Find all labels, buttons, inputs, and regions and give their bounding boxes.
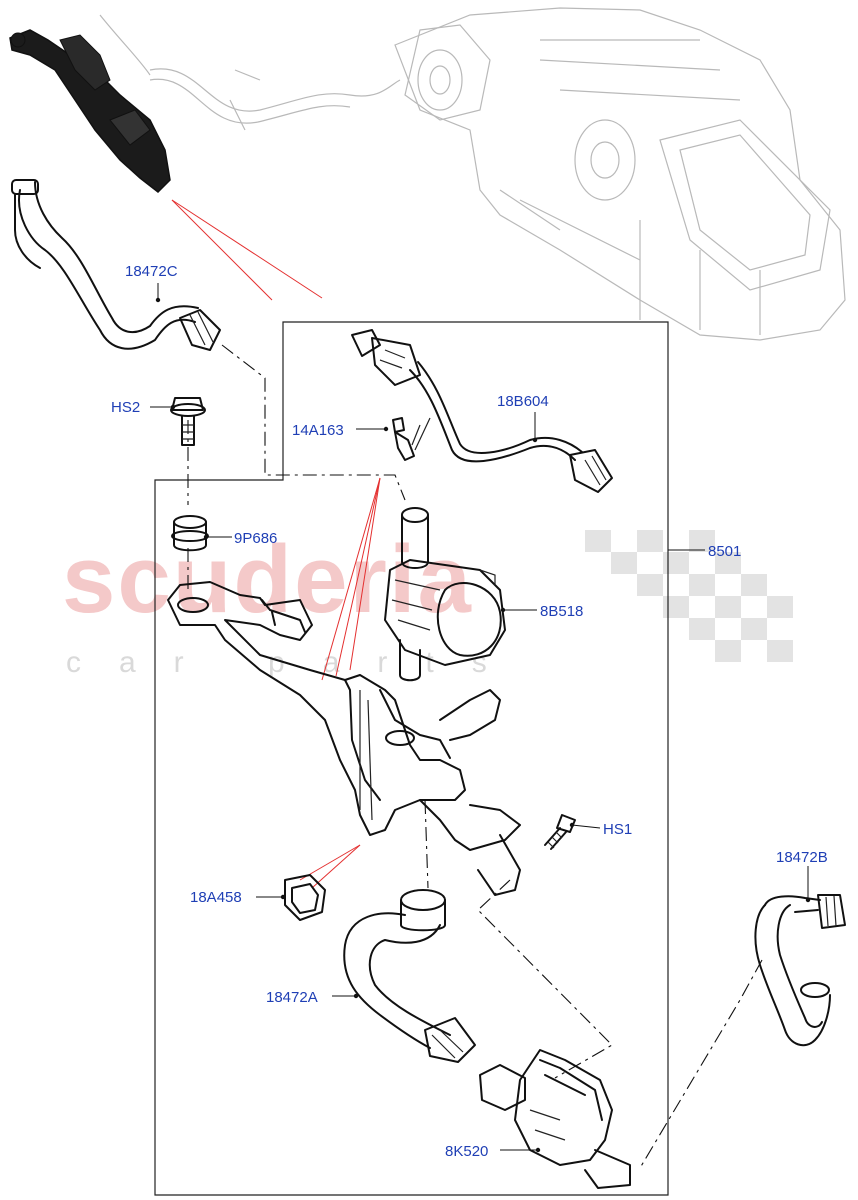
callout-9p686: 9P686 [234,530,277,547]
harness-18b604 [351,329,613,493]
assembly-frame [154,321,705,1196]
callout-hs1: HS1 [603,821,632,838]
checker-flag-pattern [585,530,793,662]
guide-lines [171,199,381,889]
callout-18b604: 18B604 [497,393,549,410]
callout-8k520: 8K520 [445,1143,488,1160]
callout-8501: 8501 [708,543,741,560]
valve-8k520 [479,1049,631,1189]
callout-hs2: HS2 [111,399,140,416]
callout-8b518: 8B518 [540,603,583,620]
pump-8b518 [384,507,506,682]
hose-18472c [11,179,221,351]
hose-18472a [343,889,476,1063]
hose-18472b [754,894,846,1047]
watermark-sub: car parts [66,646,525,679]
hvac-housing-ghost [99,7,846,341]
callout-18472b: 18472B [776,849,828,866]
callout-14a163: 14A163 [292,422,344,439]
plug-18a458 [284,874,326,921]
mounting-bracket [167,581,521,896]
callout-labels: 18472C HS2 14A163 18B604 9P686 8501 8B51… [111,263,828,1160]
callout-18472a: 18472A [266,989,318,1006]
leader-lines [150,283,811,1153]
coolant-pipe-highlight [9,29,171,193]
screw-hs1 [544,814,576,850]
grommet-9p686 [171,515,209,552]
callout-18a458: 18A458 [190,889,242,906]
callout-18472c: 18472C [125,263,178,280]
